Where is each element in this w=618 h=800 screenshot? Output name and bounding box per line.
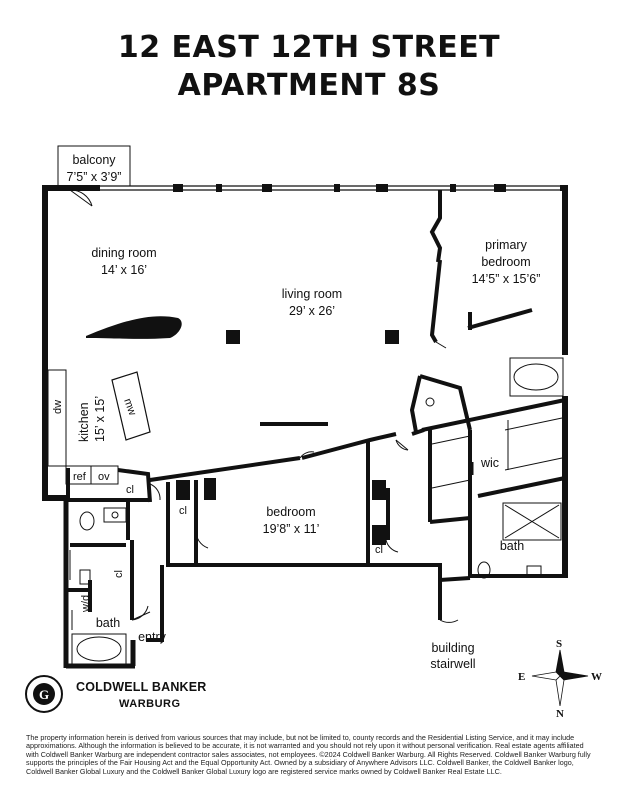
primary-bedroom-door (435, 341, 447, 349)
primary-bedroom-label-1: primary (485, 238, 527, 252)
stairwell-label-2: stairwell (430, 657, 475, 671)
legal-disclaimer: The property information herein is deriv… (26, 733, 591, 776)
bedroom-walls (146, 432, 471, 642)
microwave-label: mw (121, 397, 138, 417)
wic-shelves (431, 417, 563, 489)
bath-left-label: bath (96, 616, 120, 630)
svg-text:G: G (39, 687, 49, 702)
fireplace (86, 316, 182, 339)
stairwell-label-1: building (431, 641, 474, 655)
wic-label: wic (480, 456, 499, 470)
compass-east: E (518, 671, 525, 683)
top-windows (100, 185, 560, 191)
kitchen-label: kitchen (77, 402, 91, 442)
kitchen-island (111, 371, 151, 441)
corridor-walls (409, 374, 566, 578)
coldwell-banker-logo: G COLDWELL BANKER WARBURG (22, 672, 232, 720)
entry-label: entry (138, 630, 167, 644)
logo-sub-name: WARBURG (119, 698, 181, 710)
sink-right (526, 565, 542, 577)
exterior-walls (42, 185, 568, 669)
closet-bedroom-left-label: cl (179, 505, 187, 517)
living-room-label: living room (282, 287, 342, 301)
kitchen-wall (66, 468, 152, 503)
logo-brand-name: COLDWELL BANKER (76, 680, 207, 694)
shower-right (502, 502, 562, 541)
left-windows (42, 335, 48, 365)
living-room-dims: 29’ x 26’ (289, 304, 335, 318)
primary-bedroom-walls (429, 190, 533, 343)
left-bath-walls (66, 498, 150, 620)
closet-kitchen-label: cl (126, 484, 134, 496)
left-bath-fixtures (69, 507, 127, 665)
bedroom-dims: 19’8” x 11’ (263, 522, 320, 536)
tub-right (509, 357, 564, 397)
global-luxury-emblem-icon: G (25, 675, 63, 713)
window-piers (173, 184, 506, 192)
washer-dryer-label: w/d (80, 595, 92, 613)
bedroom-label: bedroom (266, 505, 315, 519)
corridor-door (395, 397, 435, 451)
dining-room-label: dining room (91, 246, 156, 260)
closet-bedroom-right-label: cl (375, 544, 383, 556)
primary-bedroom-dims: 14’5” x 15’6” (472, 272, 541, 286)
title-apartment: APARTMENT 8S (177, 68, 441, 103)
columns (226, 330, 399, 344)
toilet-right (477, 561, 491, 579)
dining-room-dims: 14’ x 16’ (101, 263, 147, 277)
compass-south: S (556, 638, 562, 650)
balcony-door (69, 189, 93, 207)
compass-north: N (556, 708, 564, 720)
bedroom-blocks (176, 478, 386, 545)
dishwasher-label: dw (52, 400, 64, 414)
compass-west: W (591, 671, 602, 683)
closet-hall-label: cl (113, 570, 125, 578)
stairwell-door (439, 619, 459, 623)
primary-bedroom-label-2: bedroom (481, 255, 530, 269)
entry-door (131, 605, 151, 621)
refrigerator-label: ref (73, 471, 87, 483)
kitchen-dims: 15’ x 15’ (93, 396, 107, 442)
bath-right-label: bath (500, 539, 524, 553)
balcony-dims: 7’5” x 3’9” (67, 170, 122, 184)
compass-rose: S N E W (518, 638, 602, 720)
title-address: 12 EAST 12TH STREET (117, 30, 501, 65)
bedroom-doors (149, 451, 399, 553)
balcony-label: balcony (72, 153, 116, 167)
oven-label: ov (98, 471, 110, 483)
